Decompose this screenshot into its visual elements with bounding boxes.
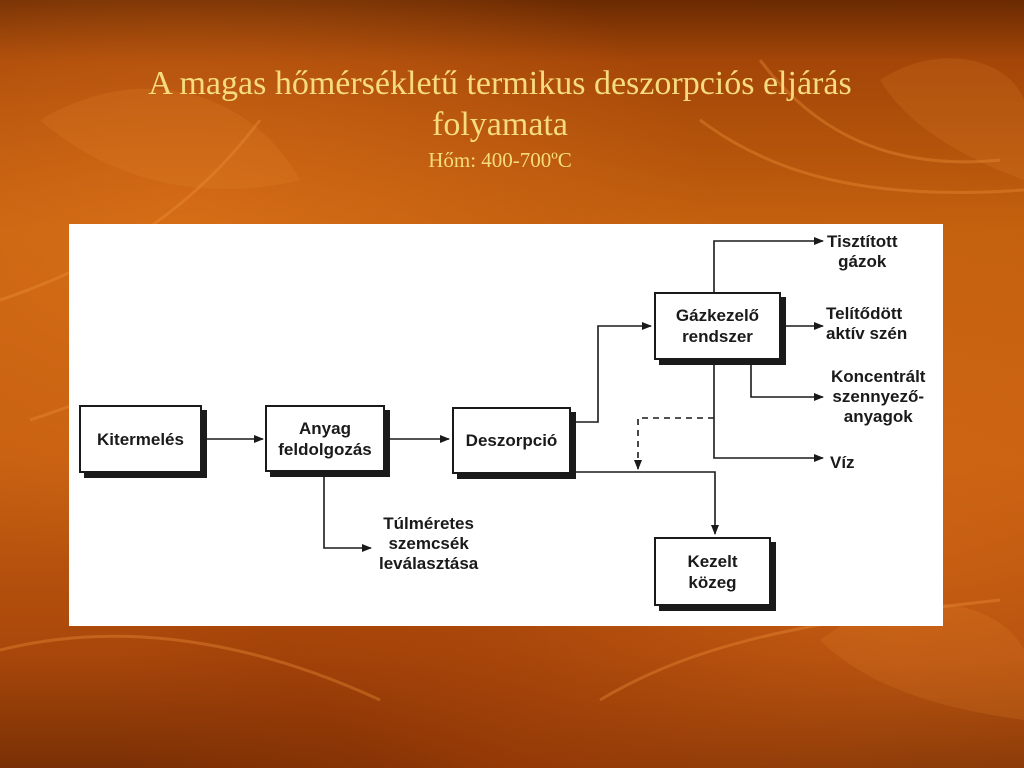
output-tulmeretes-szemcsek: Túlméretes szemcsék leválasztása <box>379 514 479 573</box>
output-telitodott-aktiv-szen: Telítődött aktív szén <box>826 304 908 343</box>
flow-arrows <box>202 237 824 552</box>
box-gazkezelo-label: Gázkezelő rendszer <box>675 306 760 346</box>
box-kitermeles: Kitermelés <box>79 405 202 473</box>
output-koncentralt-szennyezoanyagok: Koncentrált szennyező- anyagok <box>831 367 926 426</box>
arrow-anyag-tulmeretes <box>323 470 372 552</box>
output-viz: Víz <box>830 453 855 472</box>
box-kezelt-label: Kezelt közeg <box>687 551 738 592</box>
slide-title: A magas hőmérsékletű termikus deszorpció… <box>148 64 852 143</box>
temperature-subtitle: Hőm: 400-700ºC <box>428 148 572 172</box>
arrow-deszorpcio-gazkezelo <box>571 322 652 423</box>
process-flow-diagram: Kitermelés Anyag feldolgozás Deszorpció … <box>69 224 943 626</box>
box-anyag-feldolgozas: Anyag feldolgozás <box>265 405 385 472</box>
arrow-gazkezelo-tisztitott <box>713 237 824 292</box>
box-gazkezelo-rendszer: Gázkezelő rendszer <box>654 292 781 360</box>
output-tisztitott-gazok: Tisztított gázok <box>827 232 898 271</box>
box-anyag-label: Anyag feldolgozás <box>278 418 372 459</box>
arrow-gazkezelo-koncentralt <box>750 360 824 401</box>
box-deszorpcio-label: Deszorpció <box>465 431 558 450</box>
box-kitermeles-label: Kitermelés <box>97 429 184 449</box>
arrow-dashed-recycle <box>634 417 714 470</box>
box-kezelt-kozeg: Kezelt közeg <box>654 537 771 606</box>
arrow-gazkezelo-viz <box>713 360 824 462</box>
arrow-deszorpcio-kezelt <box>571 471 719 535</box>
box-deszorpcio: Deszorpció <box>452 407 571 474</box>
